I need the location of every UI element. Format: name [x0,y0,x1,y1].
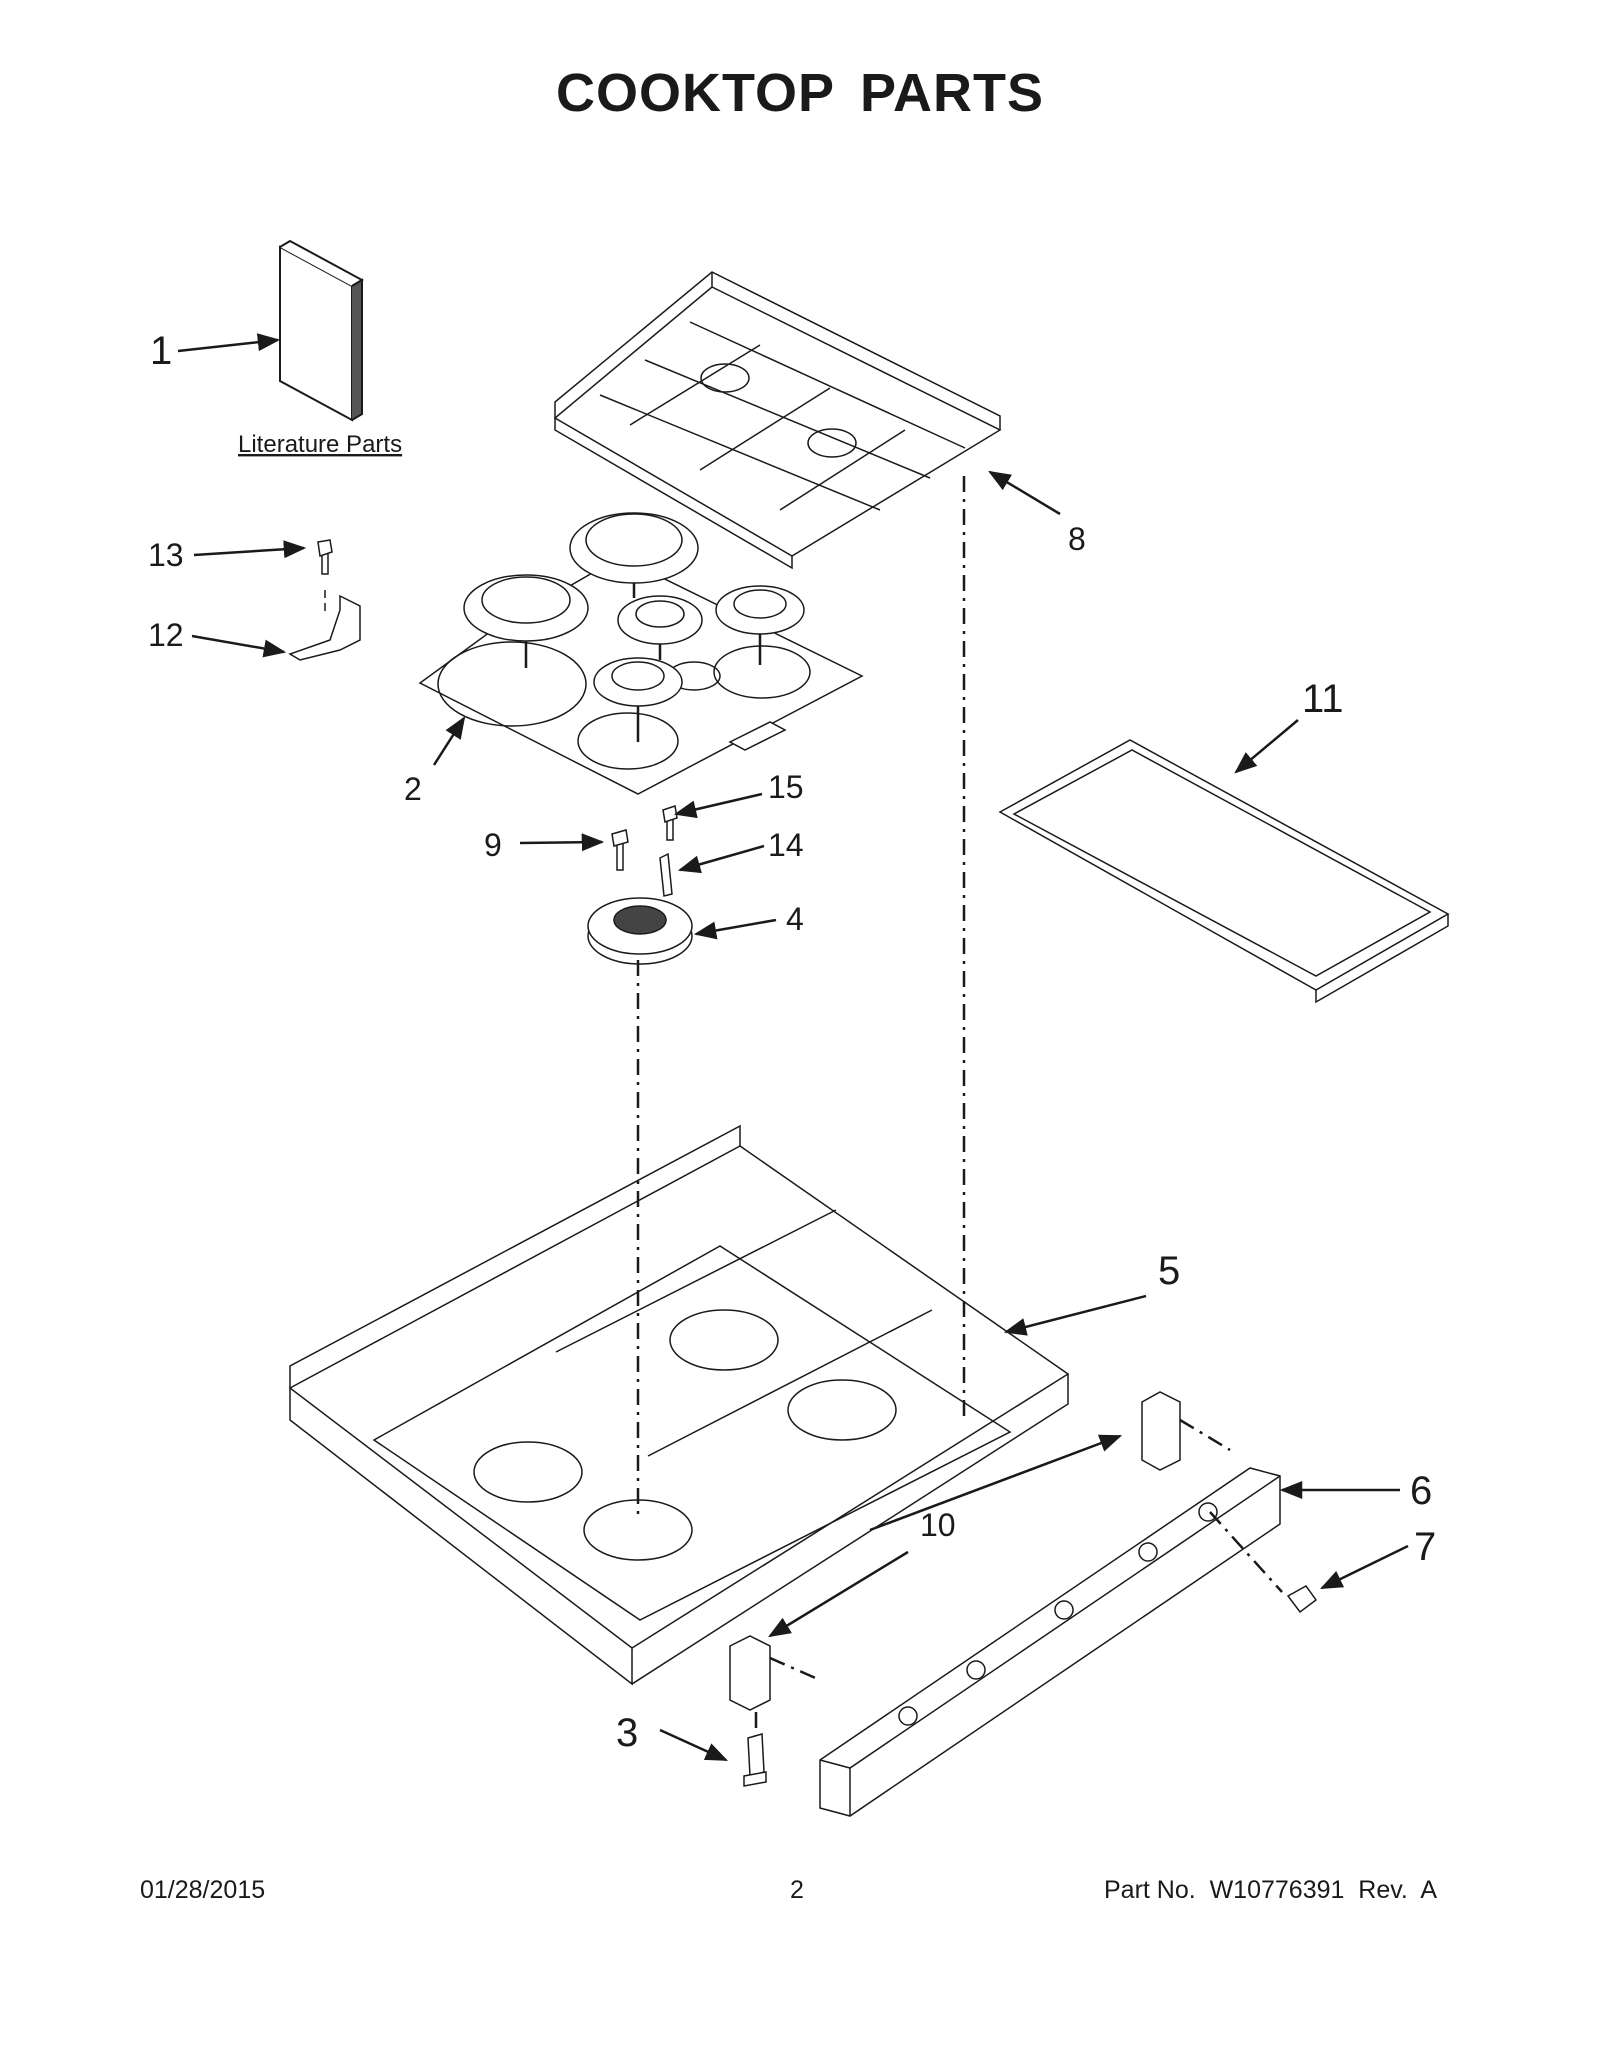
range-top-illustration [288,1124,1070,1686]
footer-part-number: Part No. W10776391 Rev. A [1104,1876,1438,1904]
callout-13: 13 [148,537,184,573]
footer-date: 01/28/2015 [140,1876,266,1904]
footer-page-number: 2 [790,1876,804,1904]
callout-14: 14 [768,827,804,863]
bracket-left-illustration [729,1635,771,1711]
callout-1: 1 [150,329,172,373]
screw-illustration [743,1733,767,1787]
burner-base-illustration [587,897,693,965]
bracket-right-illustration [1141,1391,1181,1471]
alignment-lines [636,476,1283,1736]
callout-10: 10 [920,1507,956,1543]
literature-parts-label: Literature Parts [238,431,402,458]
callout-4: 4 [786,901,804,937]
callout-8: 8 [1068,521,1086,557]
callout-7: 7 [1414,1525,1436,1569]
valve-screws-illustration [611,805,678,897]
knob-illustration [1286,1585,1318,1614]
callout-6: 6 [1410,1469,1432,1513]
callout-2: 2 [404,771,422,807]
manifold-panel-illustration [819,1467,1281,1817]
small-screw-and-bracket-illustration [288,539,361,661]
grate-illustration [553,271,1002,570]
leader-arrows [177,333,1409,1762]
callout-15: 15 [768,769,804,805]
page-title: COOKTOP PARTS [555,63,1045,123]
literature-book-illustration [279,239,365,422]
cooktop-glass-illustration [418,512,864,795]
griddle-illustration [998,739,1450,1004]
callout-12: 12 [148,617,184,653]
callout-3: 3 [616,1711,638,1755]
callout-11: 11 [1302,677,1344,721]
callout-5: 5 [1158,1249,1180,1293]
callout-9: 9 [484,827,502,863]
